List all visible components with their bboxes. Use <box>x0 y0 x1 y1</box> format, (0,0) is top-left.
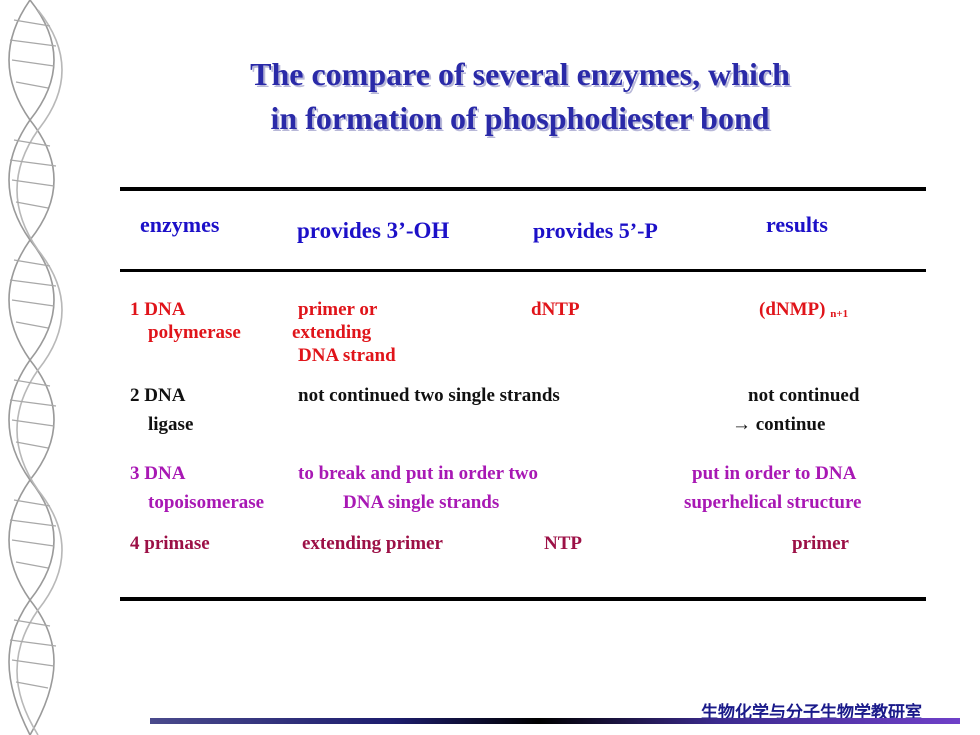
row3-enzyme-line1: 3 DNA <box>130 463 186 484</box>
row3-provides-oh: to break and put in order two DNA single… <box>298 462 538 514</box>
row4-provides-oh: extending primer <box>302 533 443 554</box>
row1-oh-line3: DNA strand <box>298 345 396 366</box>
title-line-2: in formation of phosphodiester bond <box>270 100 770 136</box>
table-bottom-rule <box>120 597 926 601</box>
row3-result: put in order to DNA superhelical structu… <box>684 462 862 514</box>
dna-helix-decoration <box>8 0 63 735</box>
table-header-rule <box>120 269 926 272</box>
footer-gradient-bar <box>150 718 960 724</box>
row3-result-line2: superhelical structure <box>684 492 862 513</box>
row3-oh-line1: to break and put in order two <box>298 463 538 484</box>
row2-enzyme-line2: ligase <box>148 414 194 435</box>
row1-provides-p: dNTP <box>531 299 580 320</box>
row4-enzyme: 4 primase <box>130 533 210 554</box>
slide-title: The compare of several enzymes, which in… <box>130 52 910 140</box>
header-provides-p: provides 5’-P <box>533 218 658 243</box>
row1-provides-oh: primer or extending DNA strand <box>292 298 396 367</box>
row2-result-line2: → continue <box>732 414 826 435</box>
row2-provides-oh: not continued two single strands <box>298 385 560 406</box>
row1-result-text: (dNMP) <box>759 299 826 320</box>
table-top-rule <box>120 187 926 191</box>
row2-enzyme: 2 DNA ligase <box>130 384 193 436</box>
row2-result-line1: not continued <box>748 385 860 406</box>
row3-enzyme-line2: topoisomerase <box>148 492 265 513</box>
row1-enzyme: 1 DNA polymerase <box>130 298 241 344</box>
row4-result: primer <box>792 533 849 554</box>
row3-enzyme: 3 DNA topoisomerase <box>130 462 264 514</box>
row4-provides-p: NTP <box>544 533 582 554</box>
header-results: results <box>766 212 828 237</box>
row1-oh-line1: primer or <box>298 299 378 320</box>
title-line-1: The compare of several enzymes, which <box>250 56 790 92</box>
header-enzymes: enzymes <box>140 212 220 237</box>
row2-result: not continued → continue <box>732 384 859 436</box>
row2-enzyme-line1: 2 DNA <box>130 385 186 406</box>
header-provides-oh: provides 3’-OH <box>297 218 450 243</box>
row1-enzyme-line2: polymerase <box>148 322 241 343</box>
row3-result-line1: put in order to DNA <box>692 463 857 484</box>
row1-result: (dNMP) n+1 <box>759 298 848 326</box>
row1-enzyme-line1: 1 DNA <box>130 299 186 320</box>
row3-oh-line2: DNA single strands <box>343 492 500 513</box>
row1-oh-line2: extending <box>292 322 372 343</box>
row1-result-subscript: n+1 <box>830 308 849 320</box>
